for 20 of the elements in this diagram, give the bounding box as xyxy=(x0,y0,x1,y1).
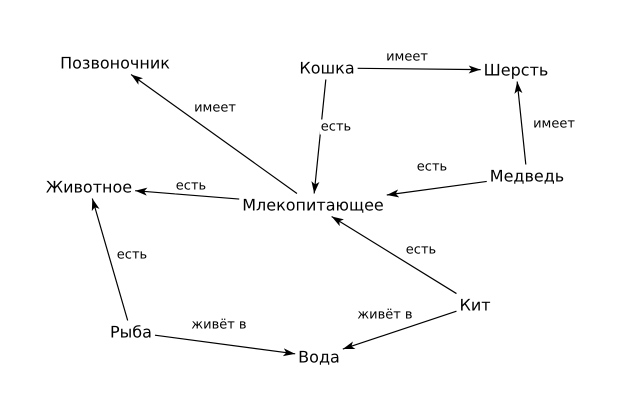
concept-label: Млекопитающее xyxy=(239,194,387,216)
arrow xyxy=(92,198,128,321)
concept-label: Кошка xyxy=(296,56,358,80)
concept-label: Вода xyxy=(295,346,343,368)
arrow xyxy=(386,180,487,198)
concept-label: Животное xyxy=(42,176,136,198)
arrow xyxy=(514,81,526,165)
concept-label: Кит xyxy=(456,294,494,316)
concept-label: Позвоночник xyxy=(57,52,173,74)
arrow xyxy=(311,79,326,194)
arrow xyxy=(130,74,298,194)
concept-label: Медведь xyxy=(486,164,568,188)
arrow xyxy=(154,334,296,356)
arrow xyxy=(135,188,240,200)
arrow xyxy=(342,310,457,350)
arrow xyxy=(358,66,481,74)
concept-label: Шерсть xyxy=(480,58,552,82)
concept-label: Рыба xyxy=(107,320,155,344)
arrow xyxy=(331,216,457,294)
edge-label: есть xyxy=(320,120,352,134)
